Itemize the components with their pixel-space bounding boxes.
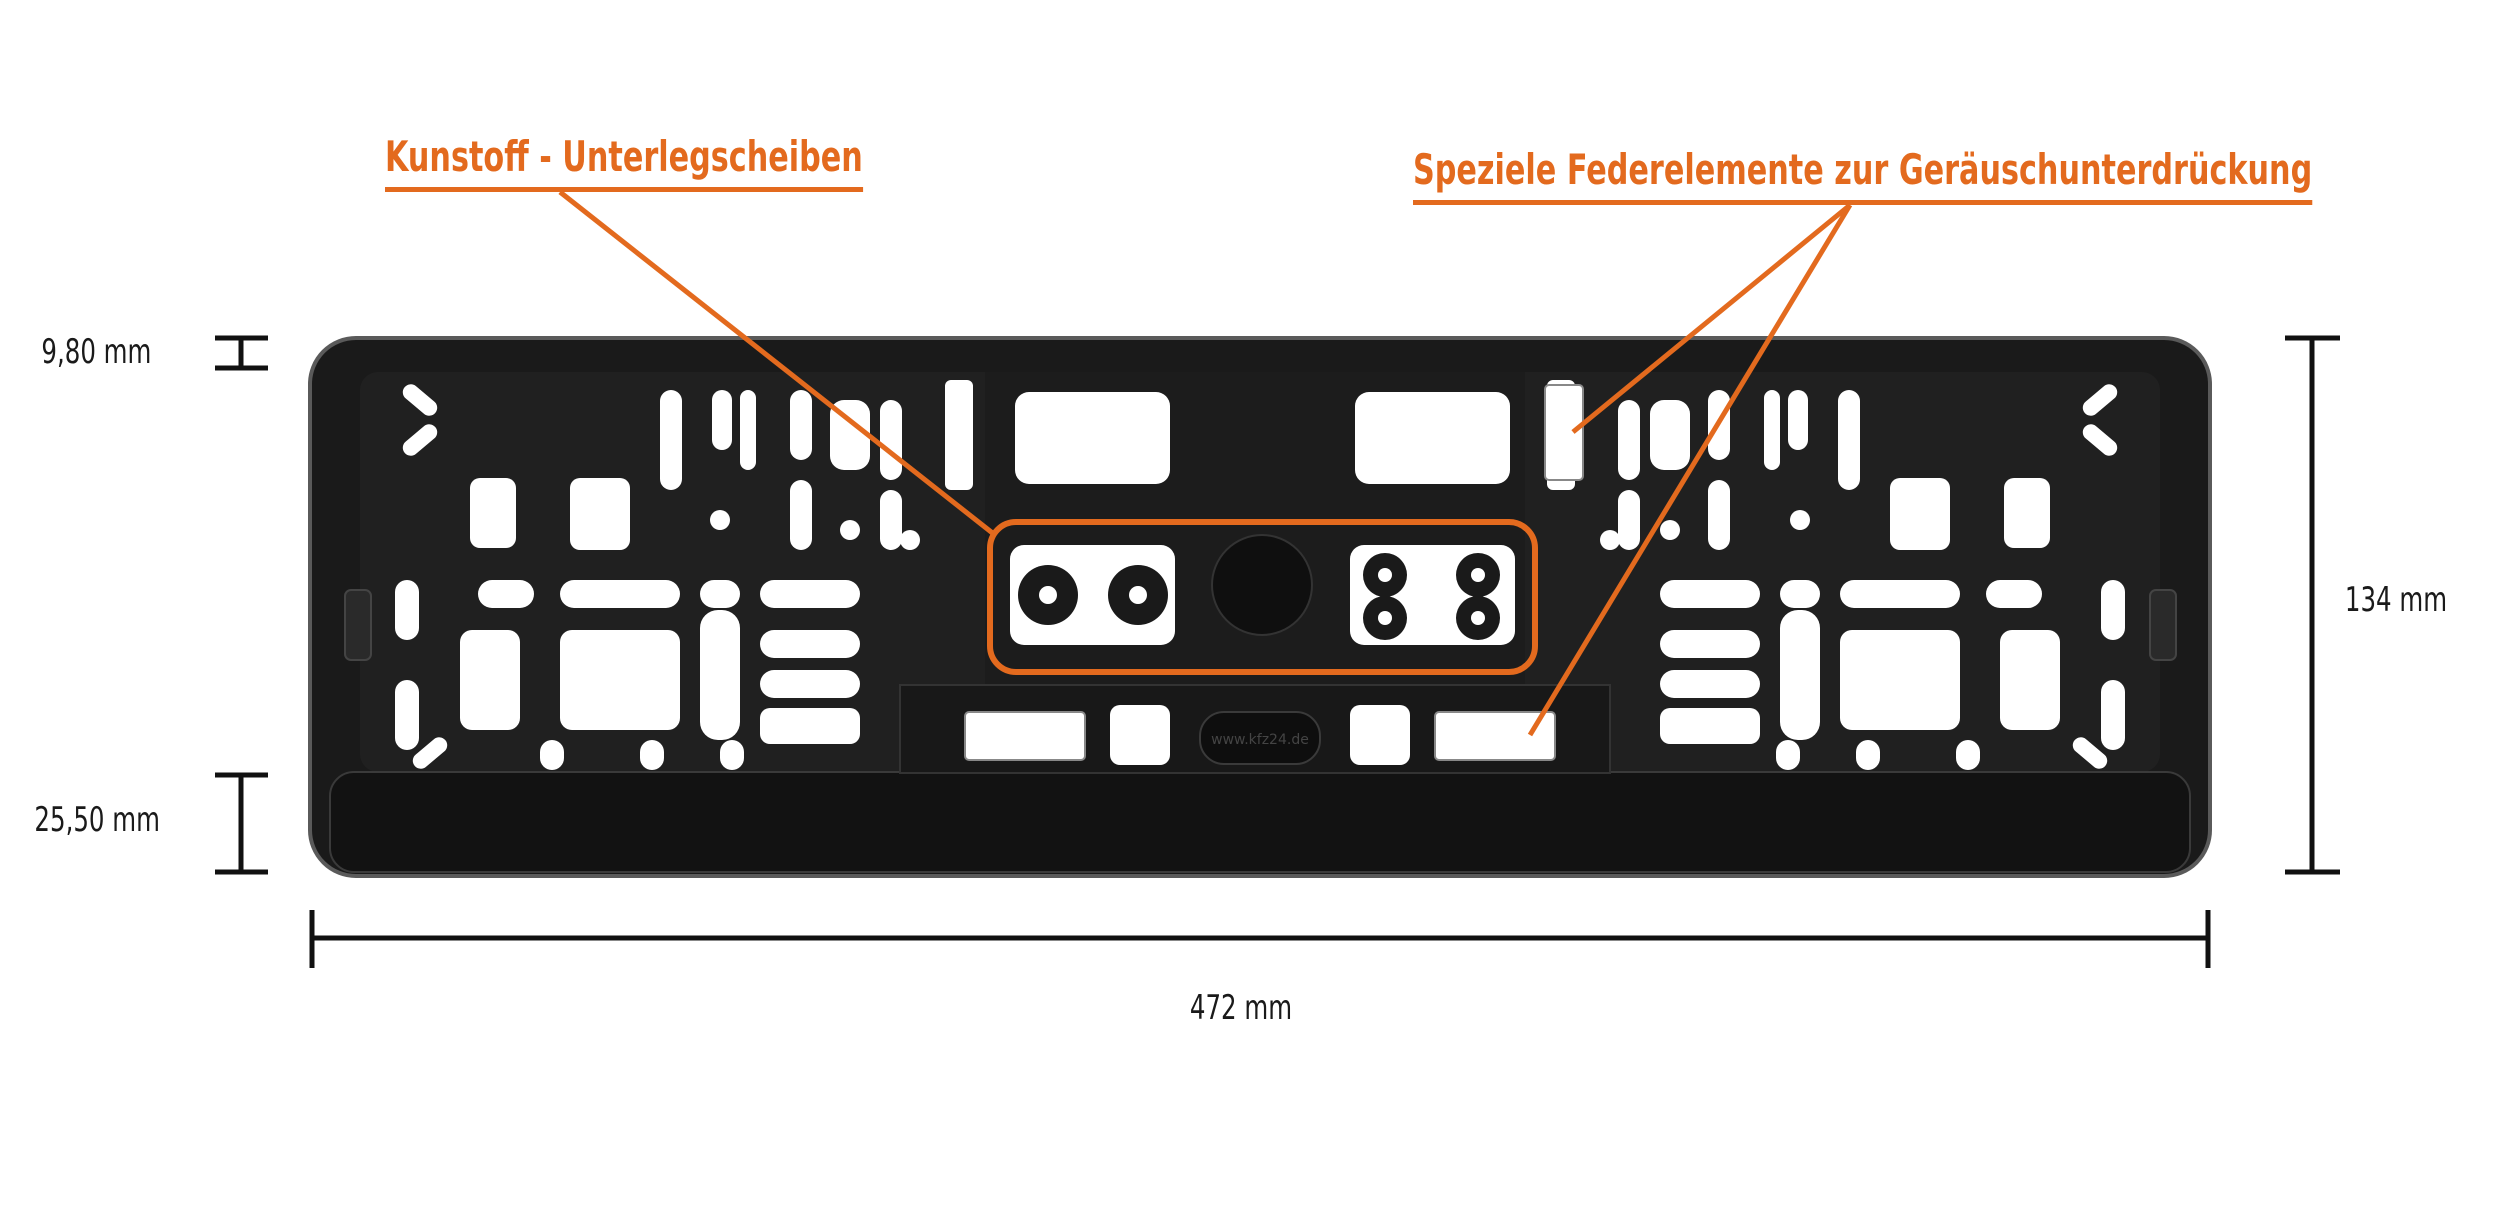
right-cutout-pattern [1547, 380, 2125, 770]
left-clip [344, 589, 372, 661]
height-dimension-label: 134 mm [2344, 580, 2448, 620]
bottom-bar-dimension-label: 25,50 mm [34, 800, 160, 840]
spring-element-left [964, 711, 1086, 761]
top-rim-dimension-label: 9,80 mm [41, 332, 152, 372]
spring-leader-line-1 [1571, 203, 1852, 434]
brand-emboss [1199, 711, 1321, 765]
right-clip [2149, 589, 2177, 661]
bottom-bar [329, 771, 2191, 873]
brand-text: www.kfz24.de [1211, 732, 1309, 748]
center-window-right [1355, 392, 1510, 484]
center-window-left [1015, 392, 1170, 484]
washer-callout-label: Kunstoff - Unterlegscheiben [385, 132, 863, 192]
dimension-lines [215, 335, 2340, 968]
washer-callout-box [987, 519, 1538, 675]
left-cutout-pattern [395, 380, 973, 770]
washer-elements [1010, 534, 1515, 645]
washer-leader-line [558, 190, 997, 537]
spring-leader-line-2 [1527, 203, 1853, 737]
lower-window-right [1350, 705, 1410, 765]
width-dimension-label: 472 mm [1189, 988, 1293, 1028]
spring-element-bottom [1434, 711, 1556, 761]
spring-element-top [1544, 384, 1584, 481]
lower-window-left [1110, 705, 1170, 765]
spring-callout-label: Speziele Federelemente zur Geräuschunter… [1413, 145, 2313, 205]
